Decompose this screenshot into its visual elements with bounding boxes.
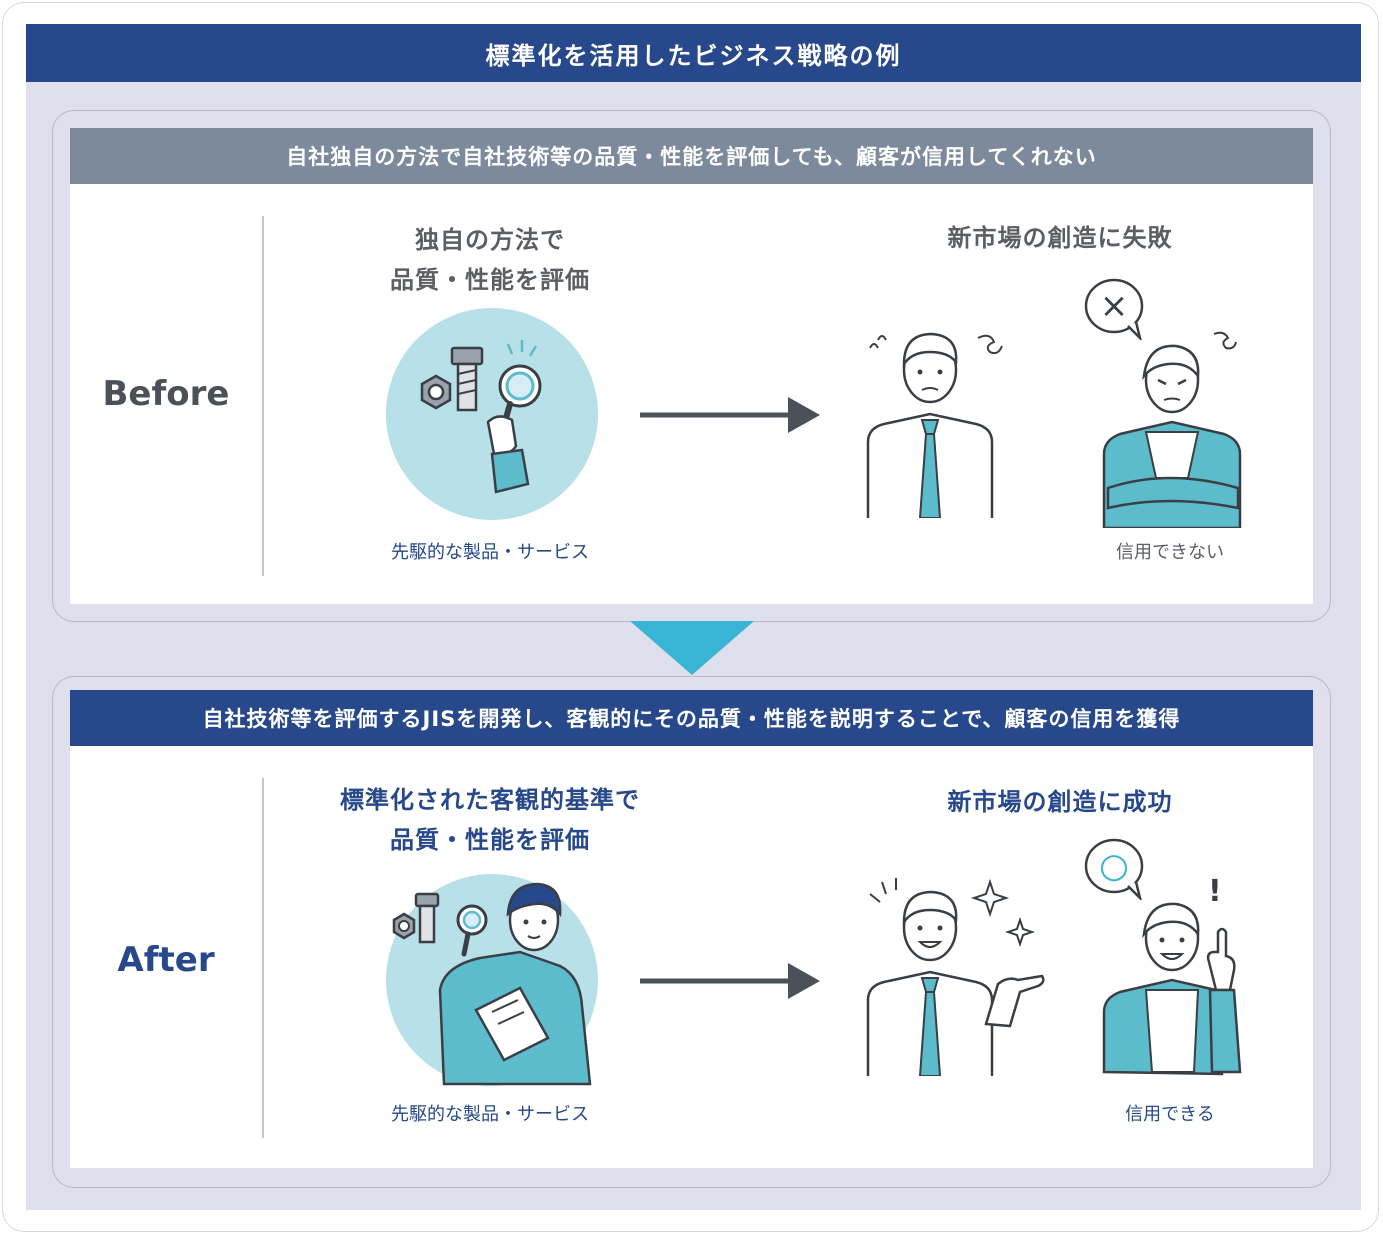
before-right-caption: 信用できない [1116, 542, 1224, 563]
after-label: After [117, 940, 215, 980]
magnifier-icon [456, 904, 488, 957]
after-header: 自社技術等を評価するJISを開発し、客観的にその品質・性能を説明することで、顧客… [70, 690, 1313, 746]
before-left-heading-line1: 独自の方法で [415, 226, 565, 254]
after-bracket [52, 676, 1331, 1188]
skeptical-woman-illustration [1102, 331, 1242, 528]
after-right-heading: 新市場の創造に成功 [947, 788, 1173, 816]
bubble-symbol: ○ [1099, 846, 1129, 886]
after-right-caption: 信用できる [1125, 1104, 1215, 1125]
exclaim-mark: ! [1208, 874, 1222, 909]
arrow-right-icon [640, 963, 820, 999]
after-left-heading-line2: 品質・性能を評価 [390, 826, 590, 854]
presenting-man-illustration [866, 878, 1045, 1076]
before-left-caption: 先駆的な製品・サービス [391, 542, 589, 563]
before-left-heading-line2: 品質・性能を評価 [390, 266, 590, 294]
bolt-icon [414, 892, 440, 944]
before-header: 自社独自の方法で自社技術等の品質・性能を評価しても、顧客が信用してくれない [70, 128, 1313, 184]
triangle-down-icon [630, 621, 754, 675]
confident-woman-illustration [1102, 902, 1242, 1076]
bubble-symbol: × [1099, 286, 1129, 326]
speech-bubble-icon [1084, 838, 1144, 900]
clipboard-icon [474, 986, 550, 1062]
arrow-right-icon [640, 397, 820, 433]
hand-icon [486, 415, 530, 494]
after-section: 自社技術等を評価するJISを開発し、客観的にその品質・性能を説明することで、顧客… [70, 690, 1313, 1168]
after-left-heading: 標準化された客観的基準で 品質・性能を評価 [290, 780, 690, 860]
before-evaluation-illustration [386, 308, 598, 520]
confused-man-illustration [866, 332, 1003, 518]
before-divider [262, 216, 264, 576]
before-section: 自社独自の方法で自社技術等の品質・性能を評価しても、顧客が信用してくれない Be… [70, 128, 1313, 604]
after-left-caption: 先駆的な製品・サービス [391, 1104, 589, 1125]
main-title: 標準化を活用したビジネス戦略の例 [26, 24, 1361, 82]
nut-icon [420, 374, 452, 410]
nut-icon [392, 912, 416, 940]
speech-bubble-icon [1084, 278, 1144, 340]
magnifier-icon [498, 340, 542, 435]
after-left-heading-line1: 標準化された客観的基準で [340, 786, 640, 814]
bolt-icon [450, 346, 484, 412]
sparkle-icon [970, 878, 1036, 948]
after-evaluation-illustration [386, 874, 598, 1086]
before-right-heading: 新市場の創造に失敗 [947, 224, 1173, 252]
before-label: Before [102, 374, 230, 414]
before-left-heading: 独自の方法で 品質・性能を評価 [320, 220, 660, 300]
after-divider [262, 778, 264, 1138]
